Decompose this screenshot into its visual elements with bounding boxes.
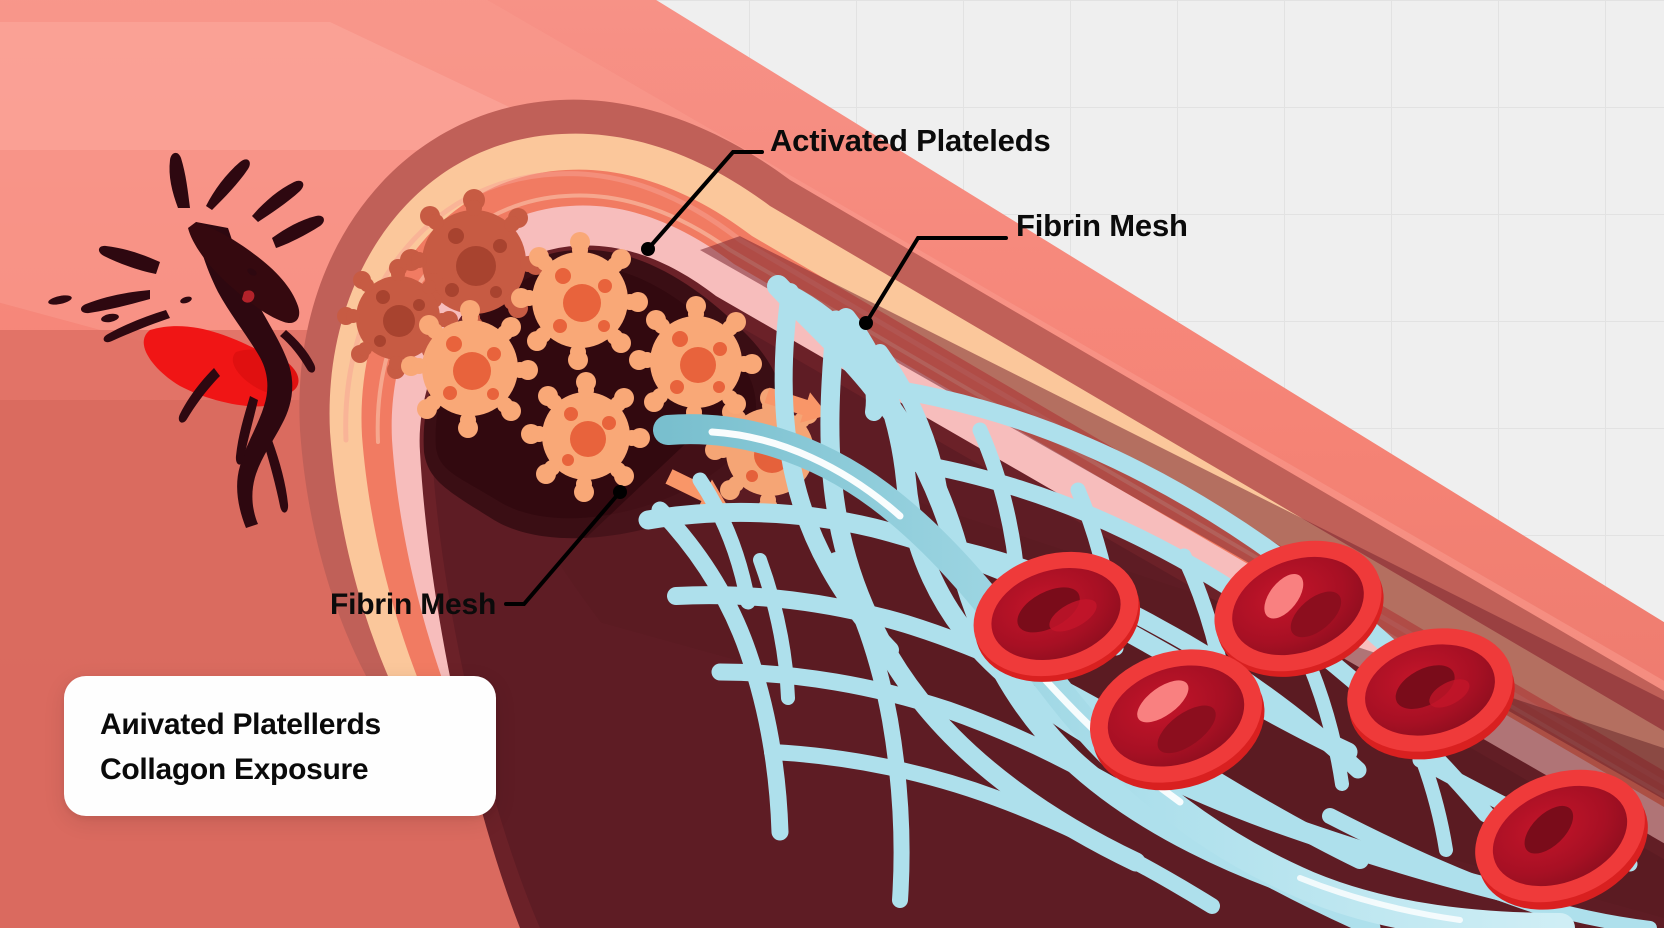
platelet — [401, 300, 538, 438]
platelet — [337, 259, 458, 379]
legend-line-1: Aиivated Platellerds — [100, 708, 381, 741]
platelet — [521, 372, 650, 502]
callout-label-fibrin-mesh-top: Fibrin Mesh — [1016, 208, 1188, 243]
collagen-exposure-injury — [48, 152, 324, 528]
leader-fibrin-mesh-top — [859, 236, 1008, 330]
callout-label-activated-platelets: Activated Plateleds — [770, 123, 1051, 158]
red-blood-cells-group — [973, 540, 1648, 910]
red-blood-cell — [1347, 628, 1515, 760]
red-blood-cell — [973, 551, 1141, 682]
platelet — [629, 296, 762, 430]
fibrin-mesh — [638, 275, 1657, 928]
red-blood-cell — [1214, 540, 1384, 677]
platelet — [511, 232, 648, 370]
legend-card: Aиivated Platellerds Collagon Exposure — [64, 676, 496, 816]
activated-platelets-group — [337, 189, 834, 518]
leader-fibrin-mesh-bottom — [504, 485, 627, 606]
legend-line-2: Collagon Exposure — [100, 753, 369, 786]
leader-activated-platelets — [641, 150, 764, 256]
callout-label-fibrin-mesh-bottom: Fibrin Mesh — [330, 588, 497, 621]
red-blood-cell — [1090, 649, 1265, 791]
callout-leader-lines — [504, 150, 1008, 606]
red-blood-cell — [1475, 769, 1648, 910]
